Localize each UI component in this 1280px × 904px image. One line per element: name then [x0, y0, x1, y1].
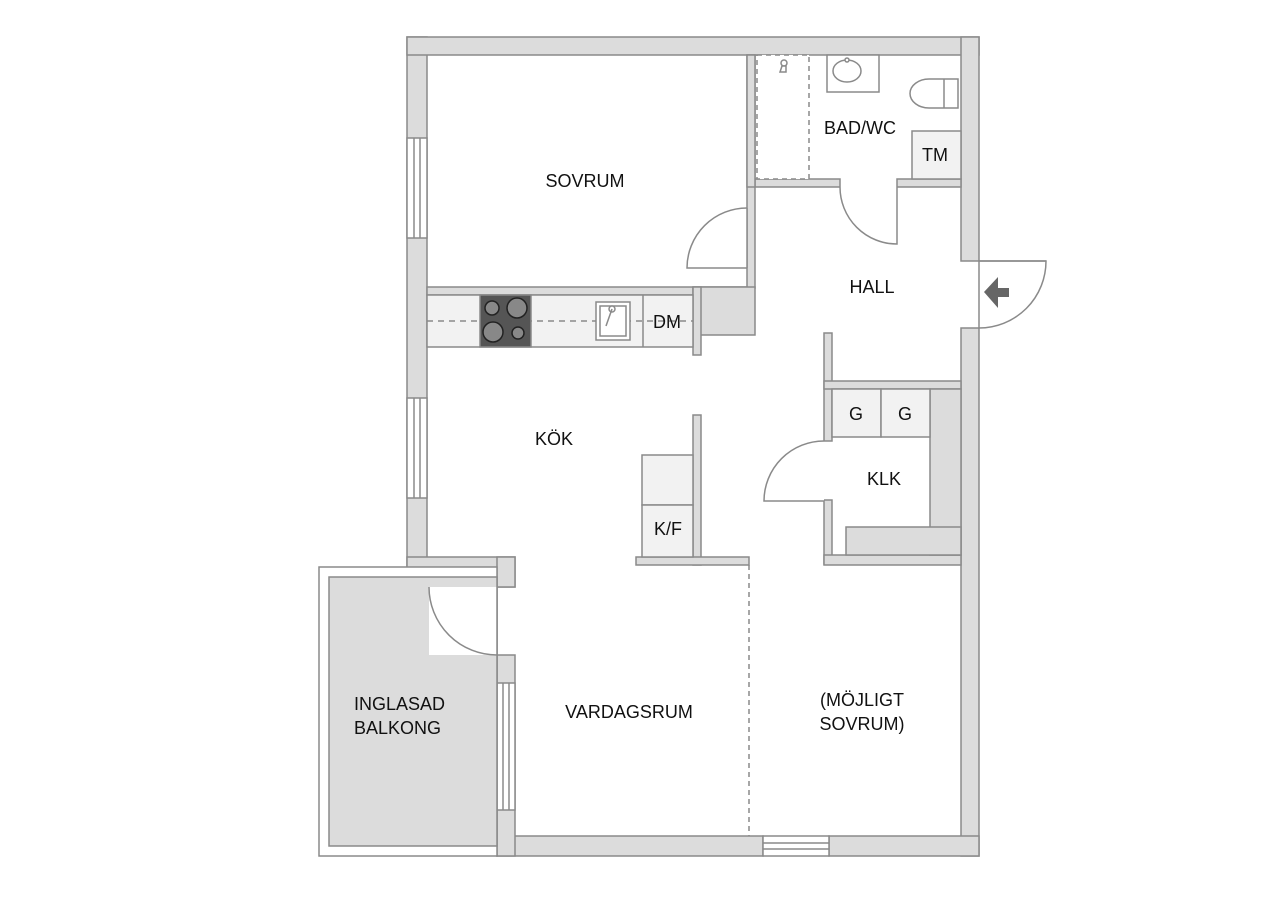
entrance-arrow-icon — [984, 277, 1009, 308]
outer-wall-top — [406, 36, 980, 56]
room-label-tm: TM — [922, 145, 948, 165]
room-label-klk: KLK — [866, 469, 902, 489]
window-kitchen — [406, 397, 428, 499]
wall-klk-shelf-bottom — [845, 526, 962, 556]
kitchen-counter — [426, 294, 694, 348]
wall-kitchen-counter-end — [692, 286, 756, 336]
wall-bath-left — [746, 54, 756, 188]
washing-machine — [911, 130, 962, 180]
shower — [756, 54, 810, 180]
room-label-sovrum: SOVRUM — [545, 171, 625, 191]
door-bedroom — [686, 207, 748, 269]
window-bottom — [762, 835, 830, 857]
window-bedroom — [406, 137, 428, 239]
walls — [406, 36, 980, 857]
wall-living-left-upper — [496, 556, 516, 588]
room-label-mojligt-sovrum: (MÖJLIGT SOVRUM) — [819, 690, 905, 734]
room-label-dm: DM — [653, 312, 681, 332]
door-klk — [763, 440, 825, 502]
room-label-g-1: G — [848, 404, 864, 424]
doors — [428, 186, 1047, 836]
wall-klk-top — [823, 380, 962, 390]
windows — [406, 137, 830, 857]
wall-bath-bottom-right — [896, 178, 962, 188]
outer-wall-right-upper — [960, 36, 980, 262]
room-label-inglasad-balkong: INGLASAD BALKONG — [354, 694, 446, 738]
door-bath — [839, 186, 898, 245]
wall-hall-left-stub — [692, 286, 702, 356]
room-label-vardagsrum: VARDAGSRUM — [565, 702, 693, 722]
wall-bath-bottom-left — [754, 178, 841, 188]
closets — [641, 388, 931, 558]
fridge-freezer — [641, 504, 694, 558]
outer-wall-right-lower — [960, 327, 980, 857]
room-label-kok: KÖK — [534, 429, 574, 449]
outer-wall-bottom-left — [496, 835, 764, 857]
room-label-kf: K/F — [653, 519, 683, 539]
toilet — [909, 78, 959, 109]
wall-living-top — [635, 556, 750, 566]
wall-kf-divider — [692, 414, 702, 566]
door-entrance — [978, 260, 1047, 329]
room-label-g-2: G — [897, 404, 913, 424]
wall-klk-bottom — [823, 554, 962, 566]
door-balcony — [428, 586, 498, 656]
room-label-hall: HALL — [849, 277, 895, 297]
window-living-balcony — [496, 682, 516, 811]
bathroom-fixtures — [756, 54, 962, 180]
outer-wall-bottom-right — [828, 835, 980, 857]
room-label-bad-wc: BAD/WC — [824, 118, 896, 138]
fridge-cabinet-top — [641, 454, 694, 506]
